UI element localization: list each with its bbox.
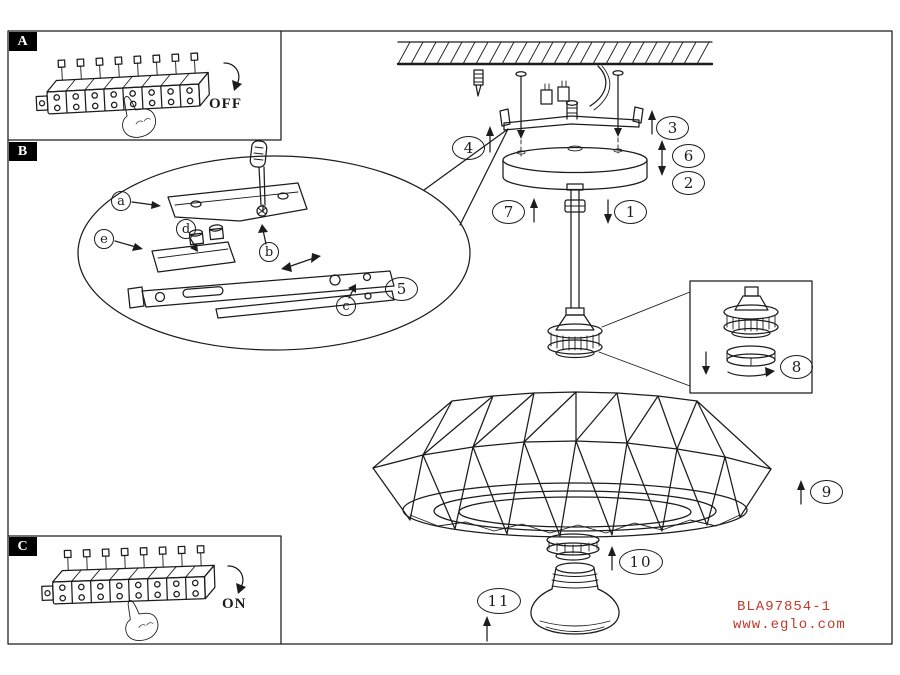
section-label-c: C <box>9 537 37 556</box>
switch-off-label: OFF <box>209 96 242 112</box>
model-number: BLA97854-1 <box>737 599 832 615</box>
part-letter-e: e <box>94 229 114 249</box>
detail-inset-8-drawing <box>598 280 813 394</box>
lampshade-drawing <box>372 391 772 538</box>
callout-arrows <box>483 110 805 642</box>
switch-on-label: ON <box>222 596 247 612</box>
mounting-bracket-drawing <box>499 100 644 131</box>
part-letter-c: c <box>336 296 356 316</box>
shade-retainer-drawing <box>546 533 600 561</box>
connector-blocks-drawing <box>540 80 570 105</box>
terminal-strip-c <box>39 544 216 605</box>
page-border <box>7 30 893 645</box>
callout-11: 11 <box>477 588 521 614</box>
part-letter-a: a <box>111 191 131 211</box>
bulb-drawing <box>530 562 620 635</box>
callout-7: 7 <box>492 200 525 224</box>
callout-9: 9 <box>810 480 843 504</box>
callout-8: 8 <box>780 355 813 379</box>
terminal-strip-a <box>33 51 211 116</box>
stem-rod-drawing <box>564 183 586 309</box>
website-text: www.eglo.com <box>733 617 846 633</box>
panel-c-frame <box>7 535 282 645</box>
wall-anchor-drawing <box>473 69 484 97</box>
section-label-b: B <box>9 142 37 161</box>
section-label-a: A <box>9 32 37 51</box>
part-letter-d: d <box>176 219 196 239</box>
hand-a <box>114 89 160 142</box>
callout-2: 2 <box>672 171 705 195</box>
detail-balloon-b <box>77 128 509 351</box>
off-rotate-arrow-icon <box>223 62 242 91</box>
callout-4: 4 <box>452 136 485 160</box>
callout-10: 10 <box>619 549 663 575</box>
callout-6: 6 <box>672 144 705 168</box>
panel-a-frame <box>7 30 282 141</box>
callout-3: 3 <box>656 116 689 140</box>
bracket-detail-drawing <box>114 140 395 319</box>
socket-drawing <box>547 307 603 359</box>
callout-1: 1 <box>614 200 647 224</box>
on-rotate-arrow-icon <box>227 565 246 594</box>
mounting-screws-drawing <box>515 70 624 157</box>
canopy-drawing <box>502 145 648 191</box>
ceiling-drawing <box>396 41 714 66</box>
part-letter-b: b <box>259 242 279 262</box>
callout-5: 5 <box>385 277 418 301</box>
hand-c <box>118 594 162 645</box>
supply-cable-drawing <box>589 65 611 111</box>
